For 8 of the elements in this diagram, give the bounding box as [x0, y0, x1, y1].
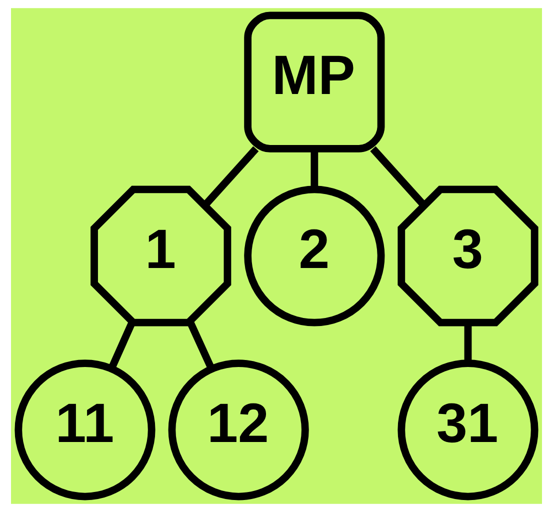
- node-circle: 11: [14, 360, 155, 500]
- node-circle: 31: [397, 360, 538, 500]
- connector: [202, 146, 258, 208]
- connector: [370, 146, 426, 208]
- node-circle: 2: [244, 186, 384, 326]
- node-circle: 12: [168, 360, 308, 500]
- connector: [186, 320, 214, 370]
- node-box: MP: [244, 12, 384, 152]
